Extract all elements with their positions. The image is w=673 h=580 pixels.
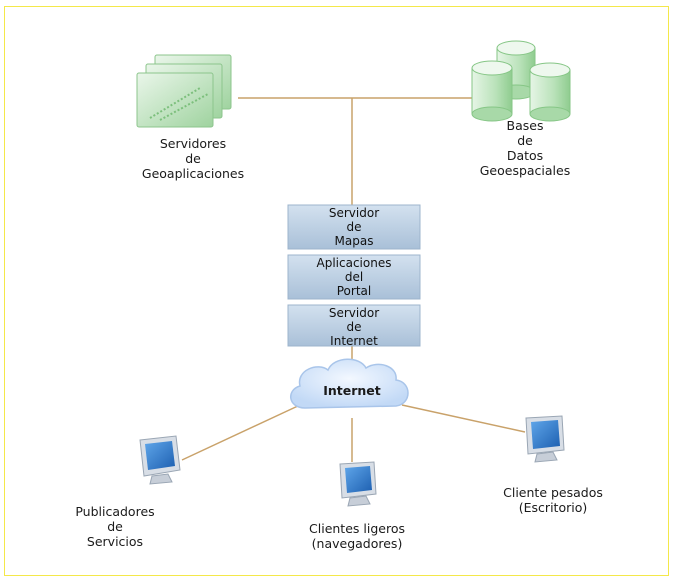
monitor-icon (139, 435, 181, 485)
light-clients-label: Clientes ligeros (navegadores) (309, 521, 405, 551)
map-server-box (287, 204, 421, 250)
portal-apps-box (287, 254, 421, 300)
publishers-label: Publicadores de Servicios (75, 504, 155, 549)
connector-cloud-to-publishers (181, 404, 301, 461)
connector-cloud-to-heavy-clients (401, 404, 526, 433)
internet-server-box (287, 304, 421, 347)
app-servers-label: Servidores de Geoaplicaciones (141, 136, 245, 181)
heavy-clients-label: Cliente pesados (Escritorio) (503, 485, 603, 515)
database-icon (471, 40, 571, 122)
monitor-icon (339, 461, 377, 507)
connectors (181, 97, 526, 462)
diagram-frame (4, 6, 669, 576)
map-server-label: Servidor de Mapas (328, 206, 380, 248)
internet-cloud-icon (290, 358, 409, 409)
internet-server-label: Servidor de Internet (328, 306, 380, 348)
internet-cloud-label: Internet (323, 383, 381, 398)
geodatabases-label: Bases de Datos Geoespaciales (479, 118, 571, 178)
monitor-icon (525, 415, 565, 463)
portal-apps-label: Aplicaciones del Portal (316, 256, 392, 298)
server-stack-icon (136, 54, 232, 128)
